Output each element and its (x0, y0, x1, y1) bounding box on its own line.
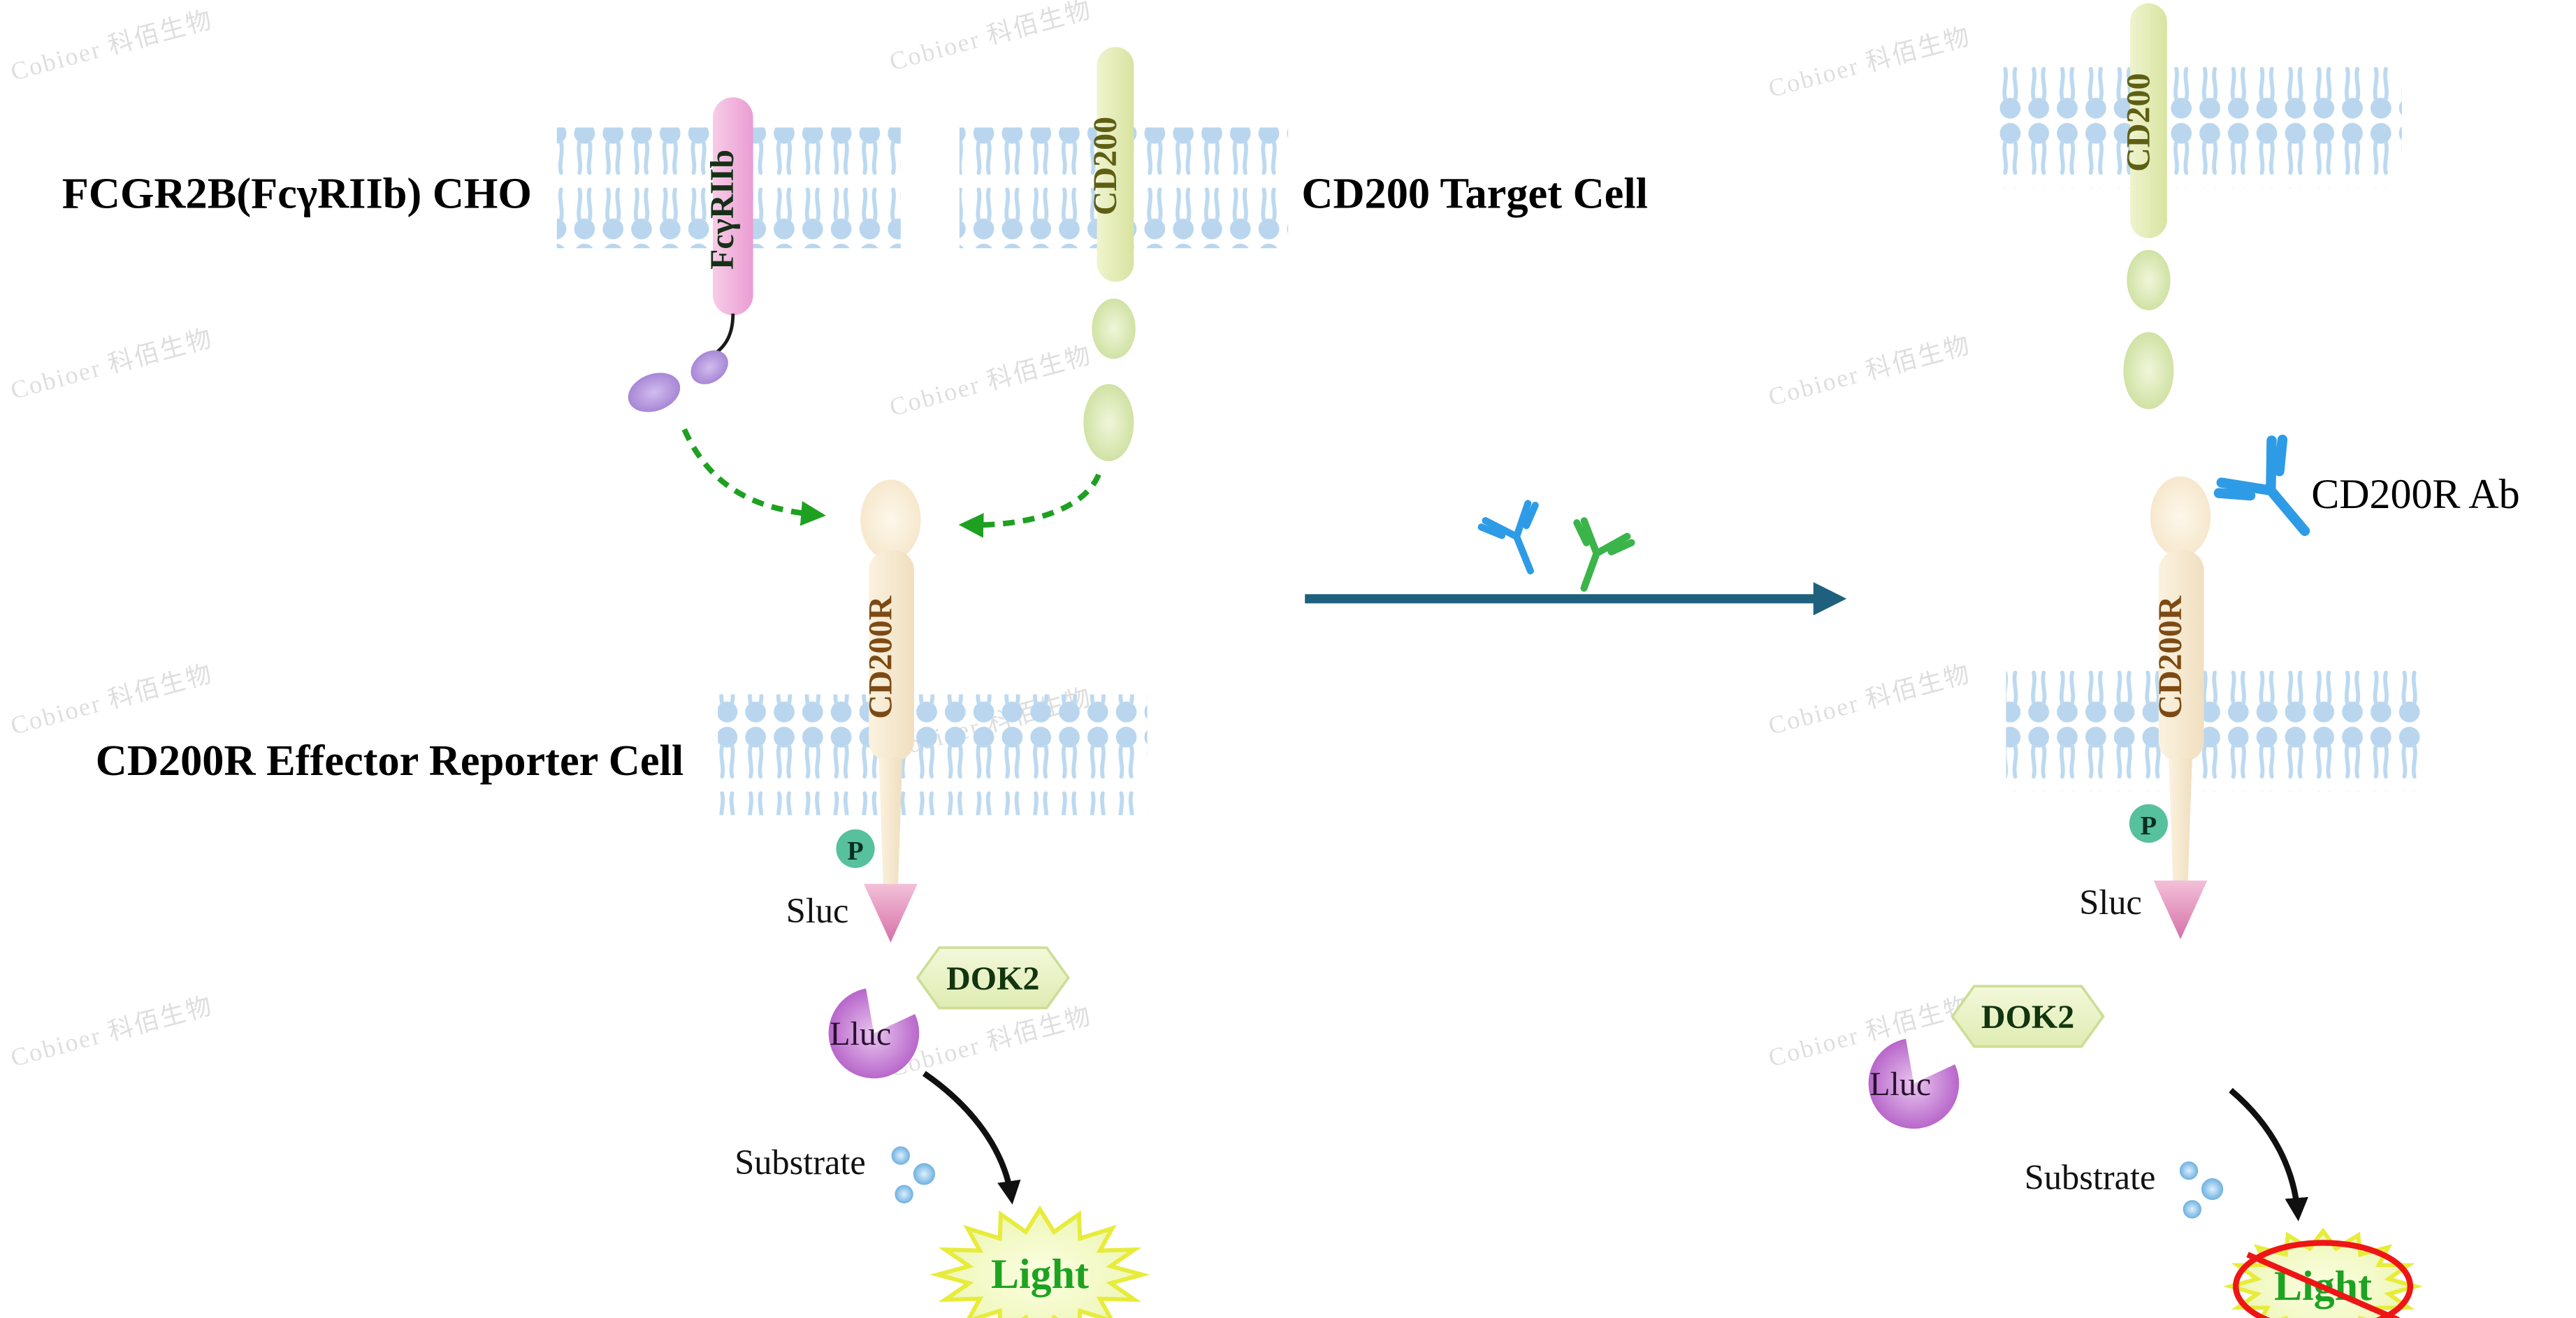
phospho-label: P (2141, 811, 2157, 841)
cd200r-receptor: CD200R P Sluc (786, 479, 921, 943)
substrate-label: Substrate (2025, 1158, 2156, 1197)
dok2-label: DOK2 (946, 960, 1039, 997)
cd200-ligand: CD200 (1083, 47, 1136, 461)
cd200-domain-2 (2123, 332, 2174, 410)
membrane-effector-icon (2006, 671, 2422, 792)
cd200r-label: CD200R (2152, 595, 2189, 718)
substrate-dot (895, 1185, 913, 1204)
fcgr2b-binding-arrow (681, 428, 826, 526)
cd200r-label: CD200R (862, 595, 899, 718)
cd200-ligand: CD200 (2120, 3, 2174, 410)
substrate-dot (891, 1146, 910, 1165)
light-burst-icon (929, 1205, 1150, 1318)
target-cell-label: CD200 Target Cell (1301, 170, 1648, 218)
cd200r-ab-label: CD200R Ab (2311, 471, 2519, 517)
substrate-label: Substrate (735, 1143, 866, 1182)
substrate-dot (2183, 1200, 2202, 1219)
sluc-fragment (864, 883, 918, 943)
cd200r-tail (2169, 758, 2192, 881)
fcgr2b-receptor: FcγRIIb (628, 97, 753, 412)
fcgr2b-bar (713, 97, 753, 316)
cd200-domain-1 (2127, 249, 2171, 311)
cd200-domain-2 (1083, 384, 1134, 461)
cd200-label: CD200 (2120, 73, 2157, 172)
no-symbol-icon (2233, 1240, 2413, 1318)
no-symbol-slash-icon (2246, 1252, 2400, 1318)
fcgr2b-label: FcγRIIb (704, 150, 741, 270)
light-burst-icon (2223, 1227, 2423, 1318)
dok2-label: DOK2 (1981, 999, 2074, 1036)
cd200r-bar (2158, 550, 2204, 762)
cd200-bar (2130, 3, 2167, 238)
cho-cell-label: FCGR2B(FcγRIIb) CHO (62, 170, 532, 218)
lluc-label: Lluc (1869, 1066, 1931, 1103)
cd200r-bar (869, 550, 914, 762)
substrate-dot (2179, 1161, 2199, 1180)
phospho-label: P (847, 837, 863, 866)
cd200-label: CD200 (1087, 117, 1124, 215)
cd200r-tail (878, 758, 903, 884)
reaction-arrow (2229, 1087, 2308, 1222)
cd200r-receptor: CD200R P Sluc (2079, 476, 2211, 939)
lluc-fragment (1868, 1038, 1960, 1129)
cd200r-head (2150, 476, 2211, 557)
substrate-dot (2201, 1178, 2224, 1201)
reaction-arrow (922, 1071, 1021, 1205)
fcgr2b-domain-2 (628, 372, 681, 412)
right-panel: CD200 CD200R Ab CD200R P Sluc DOK2 Lluc … (1868, 3, 2520, 1318)
middle-section (1305, 501, 1847, 616)
sluc-label: Sluc (2079, 883, 2142, 922)
cd200-binding-arrow (958, 473, 1101, 538)
cd200-domain-1 (1092, 298, 1136, 359)
cd200-bar (1097, 47, 1134, 282)
left-panel: FCGR2B(FcγRIIb) CHO CD200 Target Cell CD… (62, 47, 1648, 1318)
dok2-hexagon (916, 946, 1071, 1010)
sluc-label: Sluc (786, 891, 849, 930)
phospho-icon (836, 829, 875, 868)
membrane-cd200-target-icon (1992, 67, 2402, 188)
substrate-dot (913, 1163, 935, 1185)
cd200r-head (860, 479, 921, 560)
membrane-effector-icon (718, 694, 1148, 816)
effector-cell-label: CD200R Effector Reporter Cell (96, 737, 683, 785)
fcgr2b-domain-1 (690, 350, 728, 384)
lluc-label: Lluc (830, 1015, 891, 1052)
lluc-fragment (828, 988, 920, 1079)
light-label: Light (991, 1251, 1089, 1297)
dok2-hexagon (1951, 985, 2105, 1048)
sluc-fragment (2153, 881, 2208, 939)
phospho-icon (2129, 804, 2169, 843)
